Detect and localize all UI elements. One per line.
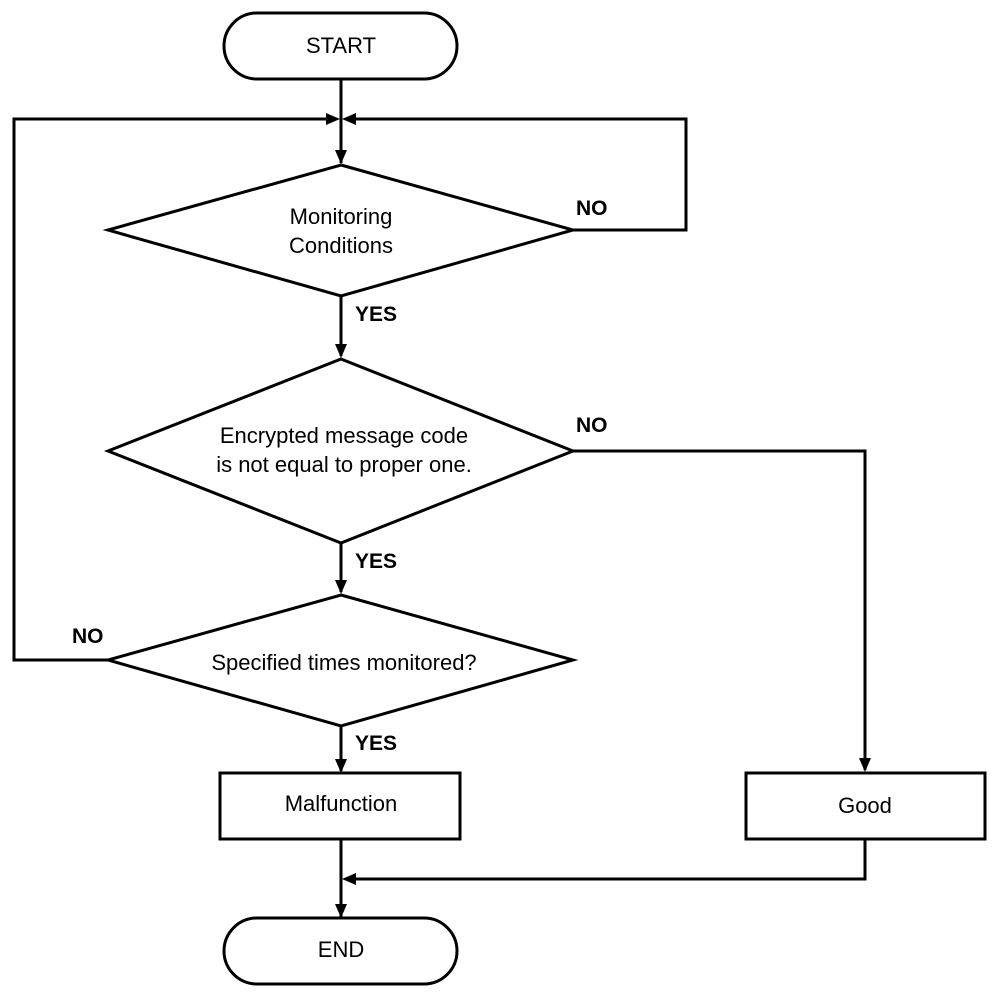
arrowhead-malfunction-input: [335, 759, 347, 773]
arrowhead-encrypted-input: [335, 344, 347, 358]
monitoring-label-line-1: Monitoring: [290, 204, 393, 229]
malfunction-label: Malfunction: [285, 791, 398, 816]
arrowhead-specified-no-merge: [326, 113, 340, 125]
monitoring-decision: Monitoring Conditions: [102, 163, 579, 298]
edge-good-to-end: [352, 839, 867, 881]
start-terminal: START: [222, 11, 459, 81]
edge-encrypted-no: [573, 449, 867, 770]
end-terminal: END: [222, 916, 459, 986]
branch-labels: NO YES NO YES NO YES: [72, 197, 608, 755]
encrypted-label-line-2: is not equal to proper one.: [216, 452, 472, 477]
encrypted-yes-label: YES: [355, 550, 397, 573]
arrowhead-specified-input: [335, 580, 347, 594]
arrowhead-monitoring-input: [335, 150, 347, 164]
monitoring-yes-label: YES: [355, 303, 397, 326]
malfunction-box: Malfunction: [218, 771, 462, 841]
edge-monitoring-no-loop: [352, 117, 688, 232]
specified-no-label: NO: [72, 625, 104, 648]
good-label: Good: [838, 793, 892, 818]
monitoring-no-label: NO: [576, 197, 608, 220]
arrowhead-good-merge: [342, 873, 356, 885]
specified-label: Specified times monitored?: [211, 650, 476, 675]
specified-yes-label: YES: [355, 732, 397, 755]
arrowhead-end-input: [335, 904, 347, 918]
arrowhead-good-input: [859, 758, 871, 772]
encrypted-decision: Encrypted message code is not equal to p…: [103, 357, 578, 545]
arrowhead-monitoring-no-merge: [342, 113, 356, 125]
encrypted-no-label: NO: [576, 414, 608, 437]
start-label: START: [306, 33, 376, 58]
edge-specified-no-loop: [12, 117, 330, 662]
end-label: END: [318, 937, 364, 962]
good-box: Good: [744, 771, 987, 841]
specified-decision: Specified times monitored?: [102, 593, 579, 728]
monitoring-label-line-2: Conditions: [289, 233, 393, 258]
connectors: [12, 79, 871, 918]
encrypted-label-line-1: Encrypted message code: [220, 423, 468, 448]
